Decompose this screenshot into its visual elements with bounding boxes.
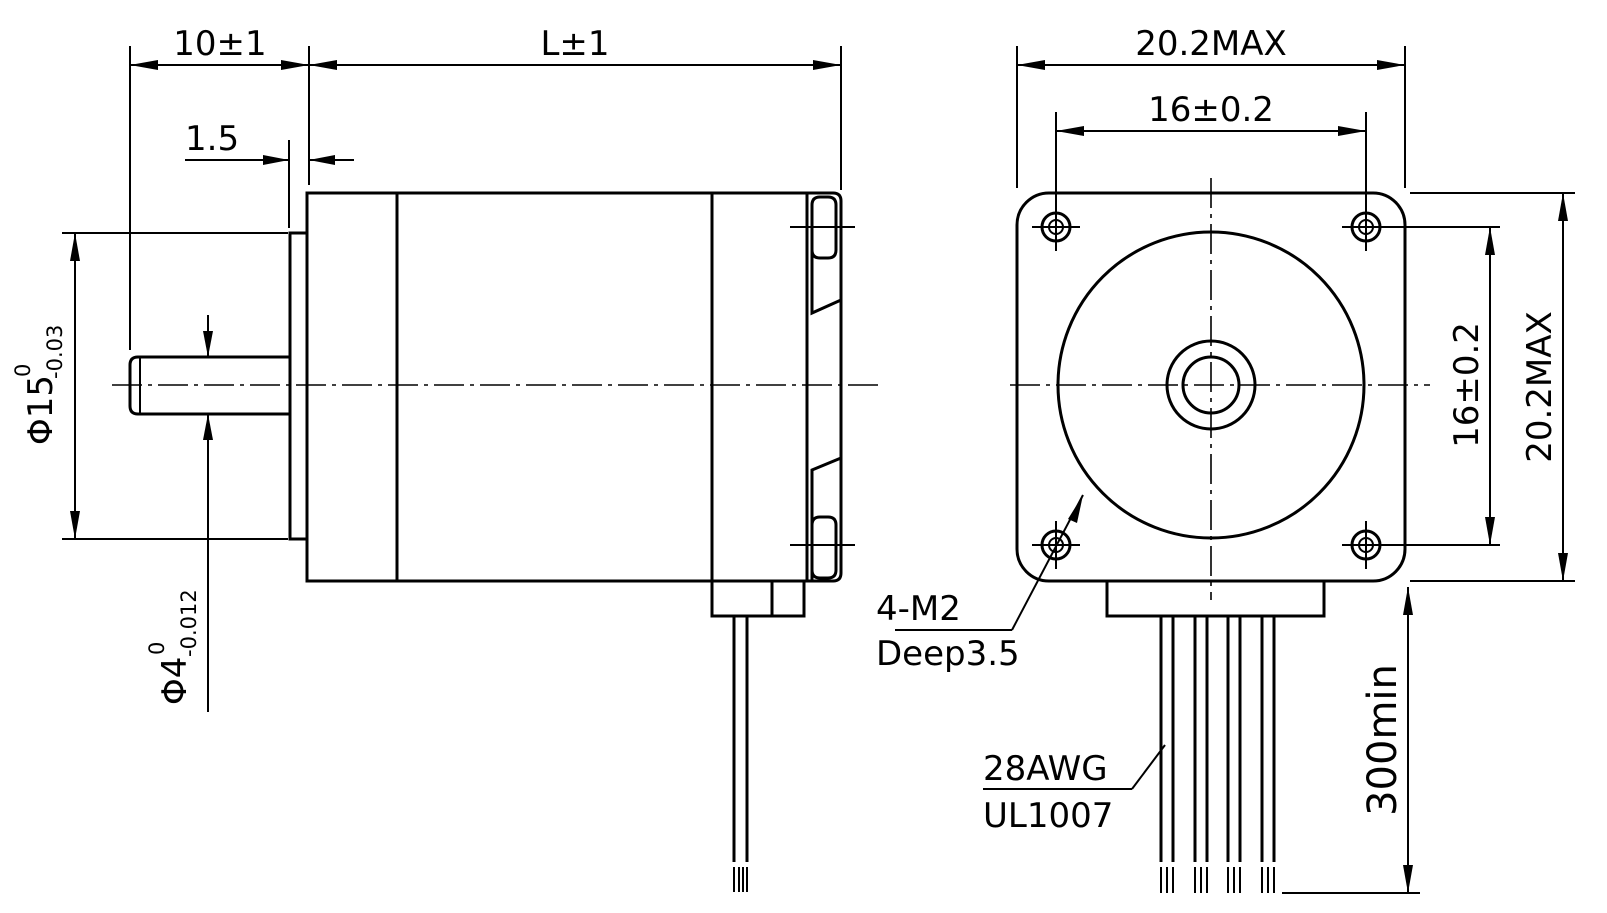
svg-text:-0.03: -0.03: [43, 325, 67, 379]
hole-spacing-h-label: 16±0.2: [1148, 90, 1274, 130]
svg-text:0: 0: [145, 642, 169, 655]
rear-notch-top: [810, 205, 842, 316]
lead-length-label: 300min: [1360, 664, 1406, 816]
boss-diameter-label: Φ15 0 -0.03: [11, 325, 67, 445]
mount-holes-label: 4-M2: [876, 589, 961, 629]
mount-hole-top-left: [1032, 203, 1080, 251]
side-view: 10±1 L±1 1.5 Φ15 0 -0.03 Φ4 0 -0.012: [11, 24, 880, 892]
wire-standard-label: UL1007: [983, 796, 1113, 836]
svg-text:Φ15: Φ15: [21, 375, 61, 445]
flange-boss: [288, 231, 309, 541]
motor-body: [305, 191, 809, 583]
hole-spacing-v-label: 16±0.2: [1447, 322, 1487, 448]
mount-hole-top-right: [1342, 203, 1390, 251]
mount-hole-bottom-left: [1032, 521, 1080, 569]
width-max-label: 20.2MAX: [1135, 24, 1287, 64]
connector-block: [710, 579, 806, 618]
height-max-label: 20.2MAX: [1520, 311, 1560, 463]
body-length-label: L±1: [540, 24, 609, 64]
mount-hole-bottom-right: [1342, 521, 1390, 569]
lead-wires: [1159, 616, 1276, 893]
hole-depth-label: Deep3.5: [876, 634, 1020, 674]
front-connector: [1105, 579, 1326, 618]
svg-text:0: 0: [11, 364, 35, 377]
front-view: 20.2MAX 16±0.2 16±0.2 20.2MAX 300min 4-M: [876, 24, 1575, 894]
shaft-diameter-label: Φ4 0 -0.012: [145, 589, 201, 705]
wire-gauge-label: 28AWG: [983, 749, 1108, 789]
flange-offset-label: 1.5: [185, 119, 239, 159]
svg-text:Φ4: Φ4: [155, 657, 195, 705]
svg-text:-0.012: -0.012: [177, 589, 201, 657]
shaft-length-label: 10±1: [173, 24, 266, 64]
